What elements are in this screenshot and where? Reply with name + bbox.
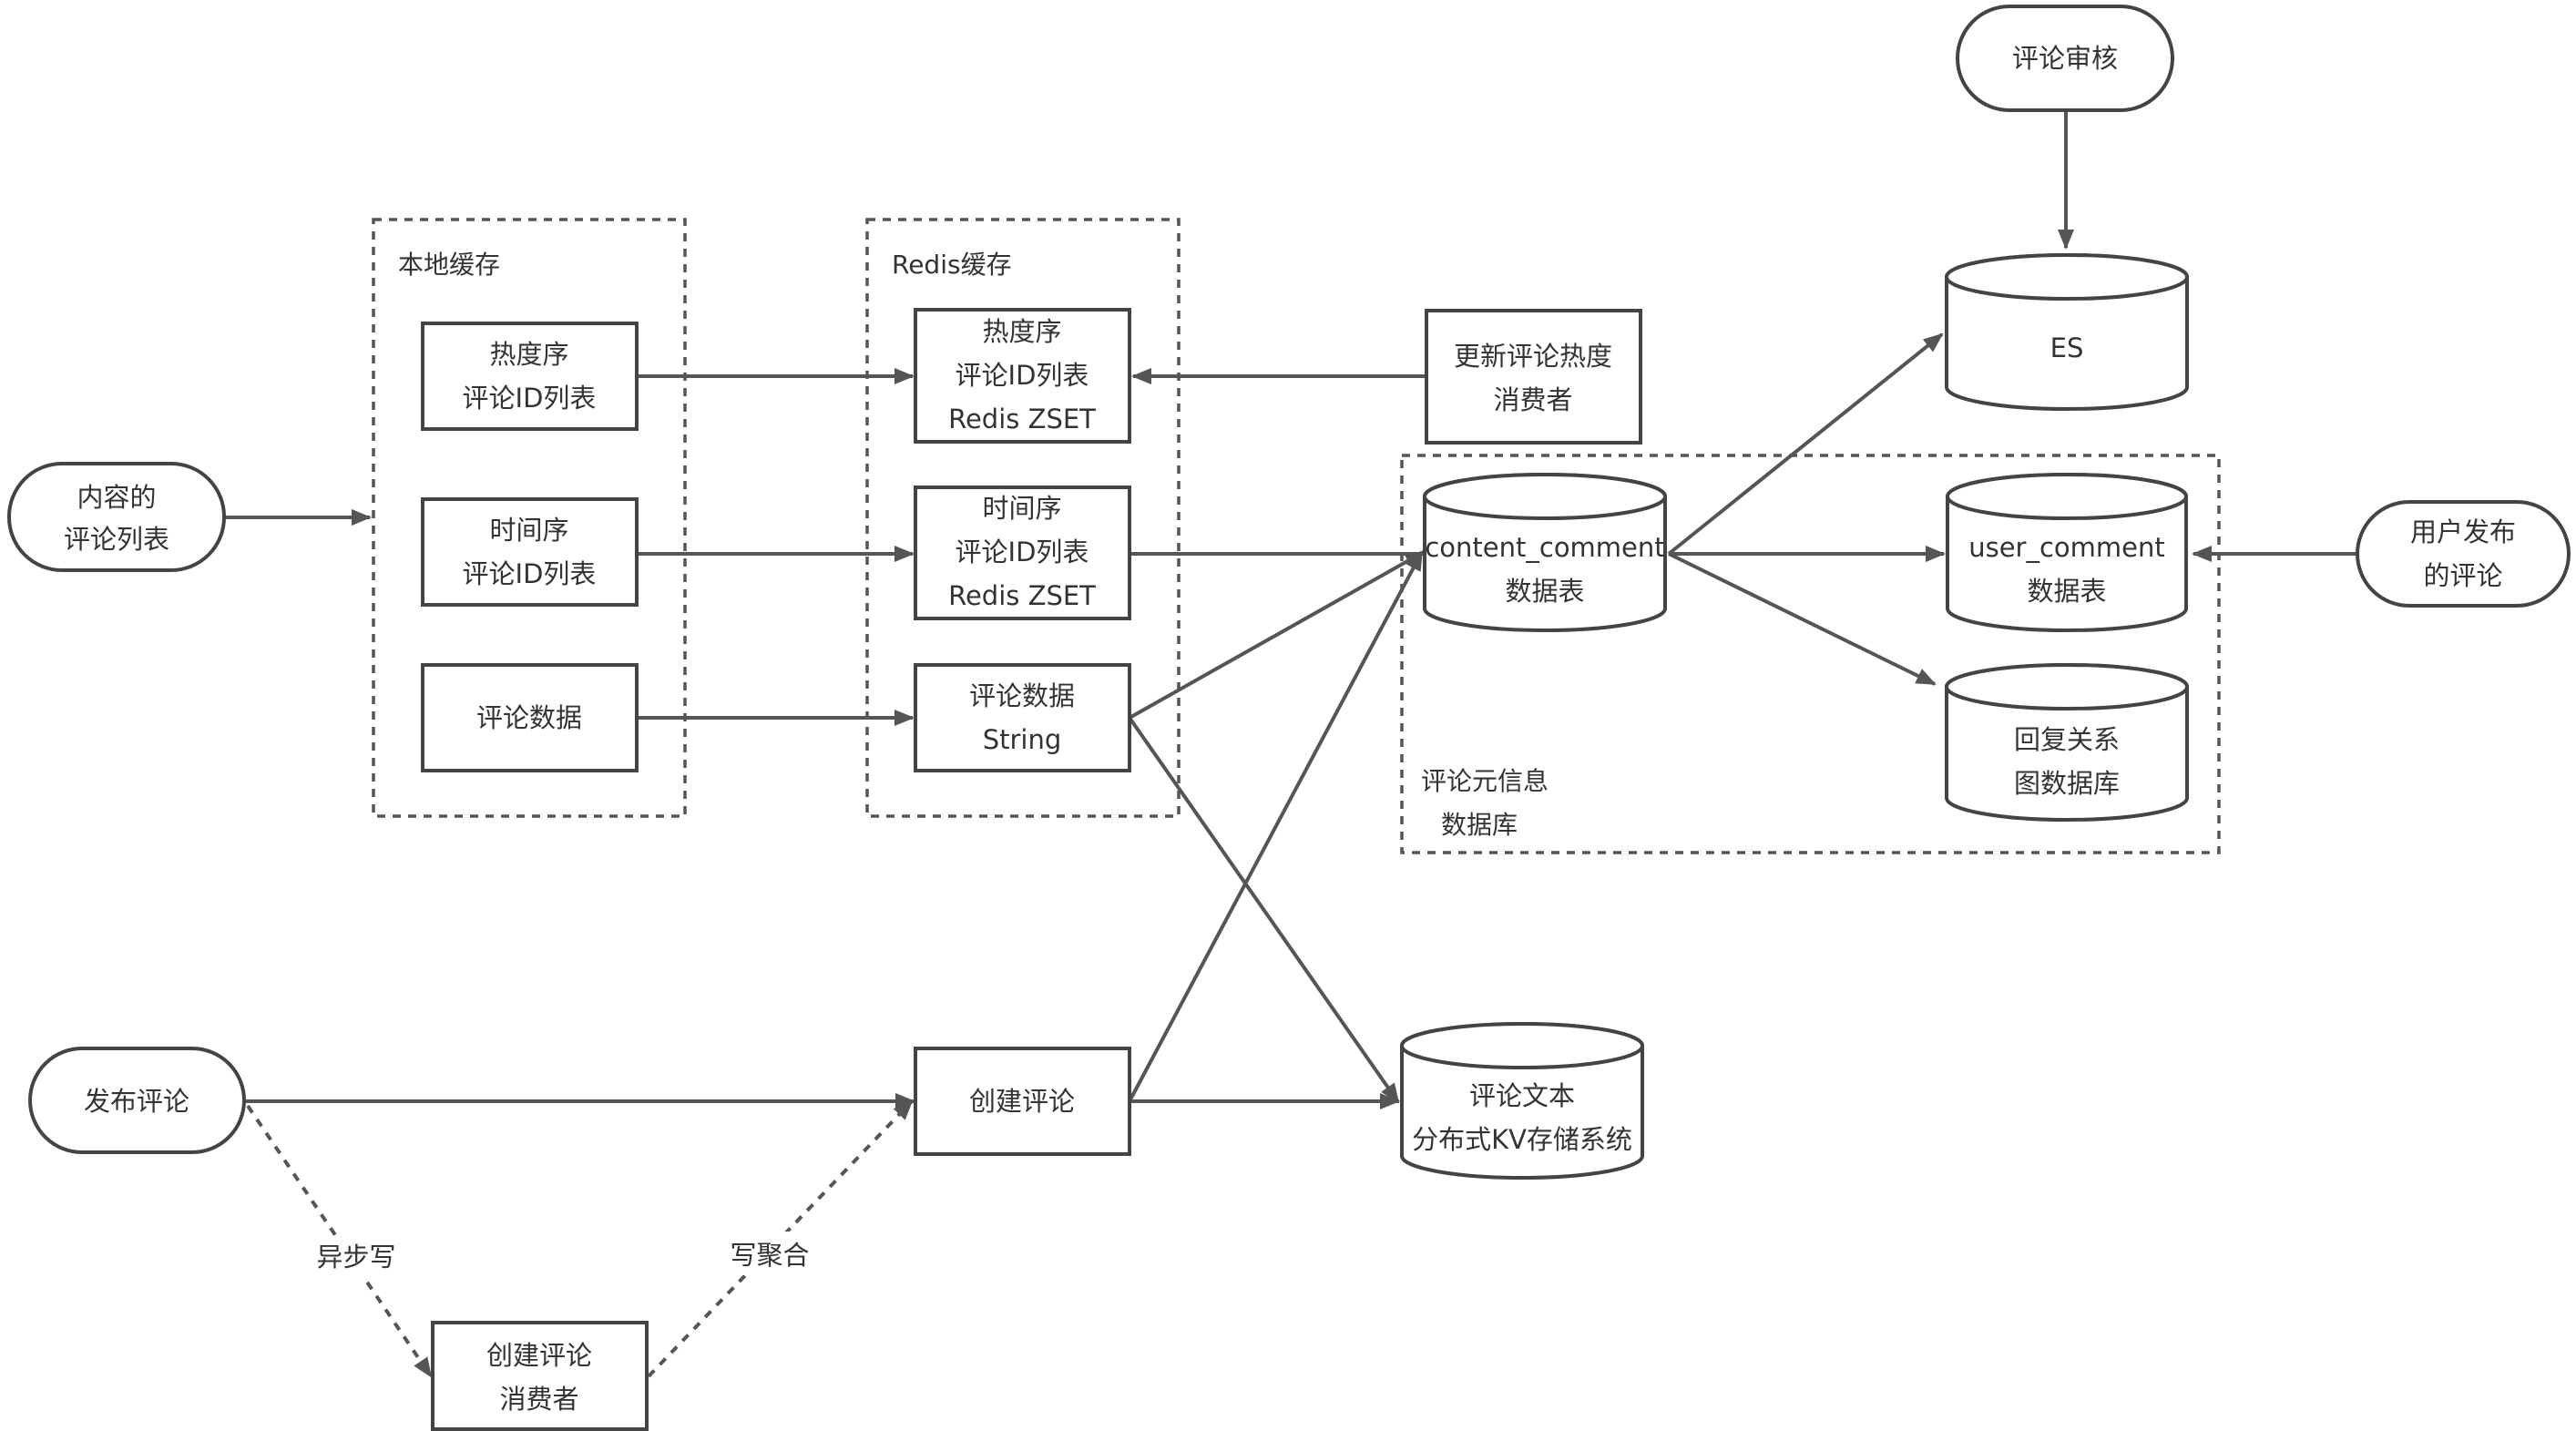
node-es: ES (1945, 253, 2189, 411)
svg-text:评论数据: 评论数据 (969, 680, 1075, 711)
node-content-comment-table: content_comment 数据表 (1423, 473, 1667, 632)
svg-text:发布评论: 发布评论 (84, 1086, 189, 1117)
node-user-comment-table: user_comment 数据表 (1946, 473, 2188, 632)
svg-text:评论文本: 评论文本 (1469, 1080, 1575, 1111)
edge-redis-data-to-kv (1128, 716, 1400, 1104)
svg-text:Redis ZSET: Redis ZSET (948, 404, 1096, 434)
container-comment-meta-db-label-1: 评论元信息 (1421, 766, 1549, 796)
edge-consumer-to-create-aggregate (647, 1099, 914, 1378)
svg-text:创建评论: 创建评论 (486, 1340, 592, 1371)
node-redis-time: 时间序 评论ID列表 Redis ZSET (914, 486, 1131, 620)
edge-redis-data-to-content-comment (1129, 550, 1426, 720)
svg-text:时间序: 时间序 (982, 493, 1061, 524)
svg-text:的评论: 的评论 (2423, 560, 2502, 591)
svg-text:String: String (983, 724, 1062, 755)
svg-text:评论ID列表: 评论ID列表 (463, 558, 597, 589)
svg-text:评论列表: 评论列表 (64, 524, 169, 555)
svg-text:评论ID列表: 评论ID列表 (956, 360, 1089, 391)
node-user-published: 用户发布 的评论 (2356, 500, 2571, 608)
node-redis-data: 评论数据 String (914, 663, 1131, 772)
svg-text:内容的: 内容的 (77, 482, 156, 513)
svg-text:Redis ZSET: Redis ZSET (948, 580, 1096, 611)
svg-text:创建评论: 创建评论 (969, 1086, 1075, 1117)
svg-text:热度序: 热度序 (489, 339, 568, 370)
container-comment-meta-db (1400, 454, 2221, 854)
svg-text:评论数据: 评论数据 (476, 702, 582, 733)
svg-text:分布式KV存储系统: 分布式KV存储系统 (1412, 1124, 1632, 1155)
edge-content-comment-to-reply-graph (1668, 552, 1937, 686)
svg-text:user_comment: user_comment (1968, 532, 2165, 563)
node-local-time: 时间序 评论ID列表 (421, 497, 639, 607)
svg-text:数据表: 数据表 (2027, 576, 2106, 607)
node-hot-consumer: 更新评论热度 消费者 (1425, 309, 1642, 445)
edge-publish-to-consumer-async (246, 1104, 433, 1378)
container-comment-meta-db-label-2: 数据库 (1441, 810, 1518, 840)
node-comment-text-kv: 评论文本 分布式KV存储系统 (1400, 1022, 1644, 1180)
container-redis-cache-label: Redis缓存 (892, 250, 1012, 280)
svg-text:用户发布: 用户发布 (2410, 516, 2516, 547)
svg-text:评论ID列表: 评论ID列表 (463, 383, 597, 414)
node-local-data: 评论数据 (421, 663, 639, 772)
node-redis-hot: 热度序 评论ID列表 Redis ZSET (914, 308, 1131, 444)
svg-text:content_comment: content_comment (1425, 532, 1664, 563)
svg-text:消费者: 消费者 (1493, 384, 1572, 415)
node-local-hot: 热度序 评论ID列表 (421, 322, 639, 431)
node-create-comment-consumer: 创建评论 消费者 (431, 1321, 649, 1431)
edge-label-async-write: 异步写 (316, 1242, 395, 1273)
svg-text:图数据库: 图数据库 (2014, 768, 2120, 799)
container-redis-cache (865, 218, 1181, 818)
svg-text:回复关系: 回复关系 (2014, 724, 2120, 755)
node-review: 评论审核 (1956, 5, 2174, 112)
svg-text:评论ID列表: 评论ID列表 (956, 537, 1089, 567)
edge-create-to-content-comment (1128, 550, 1424, 1102)
edge-content-comment-to-es (1667, 332, 1944, 556)
node-content-comment-list: 内容的 评论列表 (7, 462, 226, 572)
svg-text:更新评论热度: 更新评论热度 (1454, 341, 1612, 372)
edge-label-write-aggregate: 写聚合 (730, 1240, 809, 1271)
node-create-comment: 创建评论 (914, 1047, 1131, 1156)
container-local-cache (372, 218, 687, 818)
node-reply-graph-db: 回复关系 图数据库 (1945, 663, 2189, 822)
svg-text:时间序: 时间序 (489, 515, 568, 546)
svg-text:热度序: 热度序 (982, 316, 1061, 347)
svg-text:评论审核: 评论审核 (2012, 43, 2118, 74)
container-local-cache-label: 本地缓存 (398, 250, 500, 280)
node-publish-comment: 发布评论 (28, 1047, 246, 1154)
svg-text:消费者: 消费者 (499, 1384, 578, 1415)
svg-text:数据表: 数据表 (1505, 576, 1584, 607)
svg-text:ES: ES (2050, 332, 2084, 363)
